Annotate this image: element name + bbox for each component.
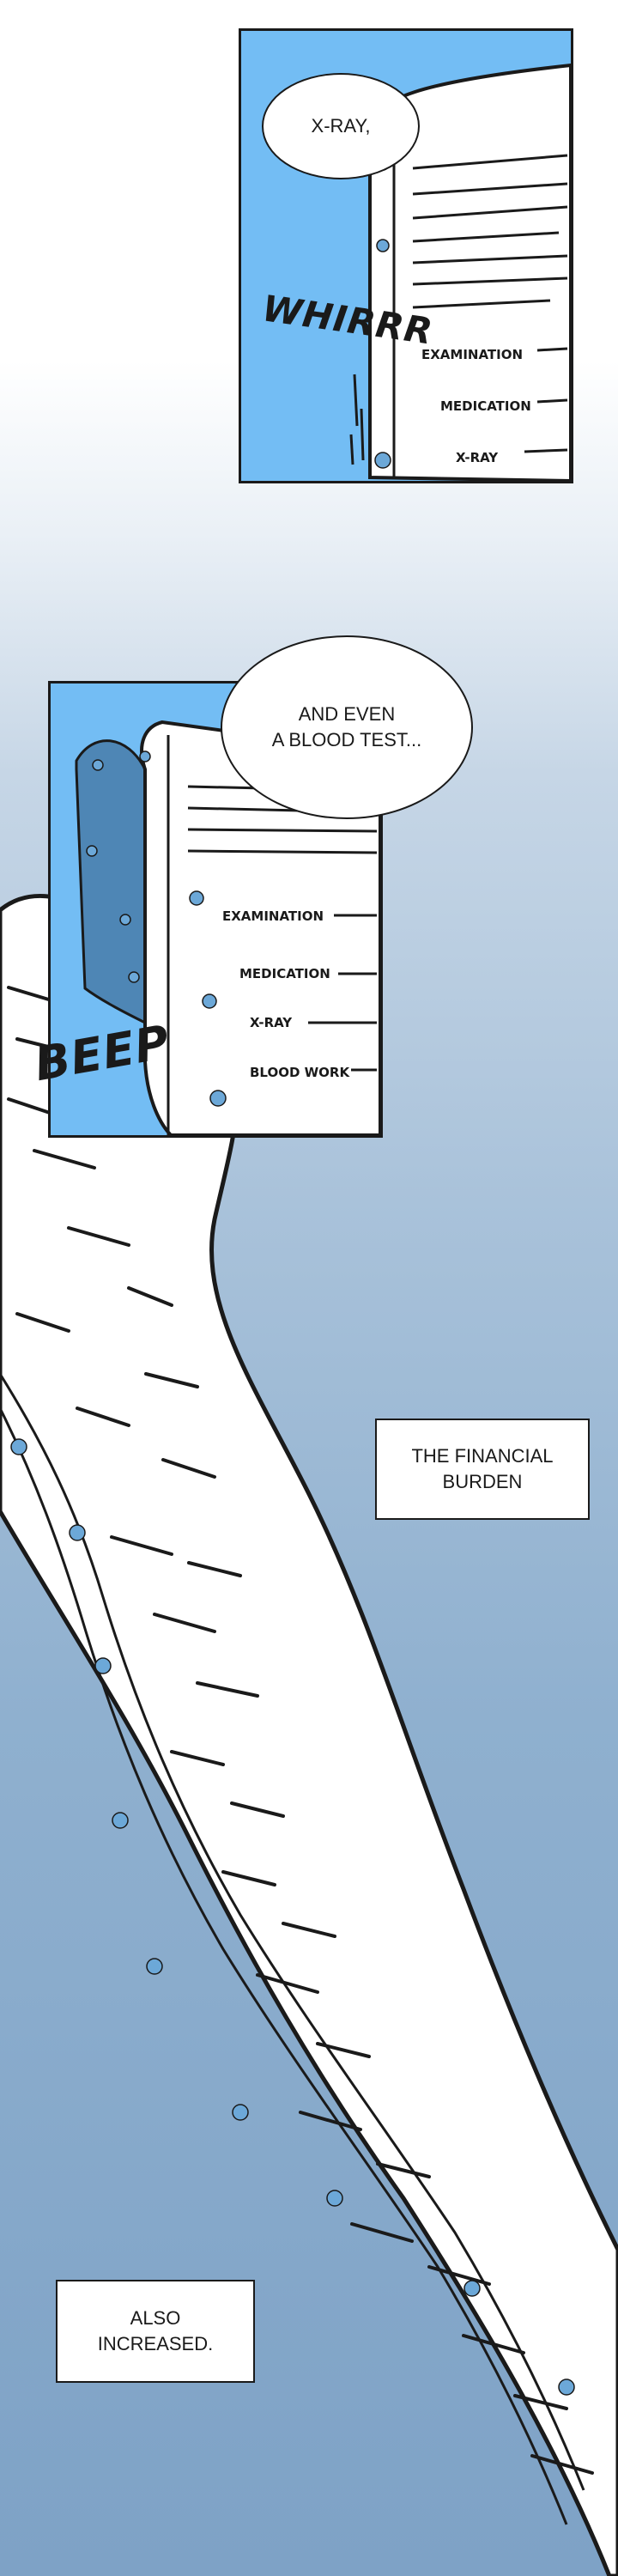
receipt-hole <box>376 239 390 252</box>
receipt-paper <box>140 720 380 1135</box>
receipt-text-line <box>376 2162 431 2178</box>
receipt-text-line <box>187 1561 242 1577</box>
receipt-item-label: BLOOD WORK <box>250 1065 350 1080</box>
receipt-text-line <box>67 1226 130 1247</box>
receipt-text-line <box>462 2334 525 2354</box>
receipt-hole <box>232 2104 249 2121</box>
receipt-text-line <box>196 1681 259 1698</box>
speech-bubble-blood-test: AND EVEN A BLOOD TEST... <box>221 635 473 819</box>
receipt-hole <box>10 1438 27 1455</box>
receipt-ribbon-text-lines <box>7 986 594 2475</box>
speech-bubble-text-line: AND EVEN <box>298 703 396 725</box>
receipt-text-line <box>530 2454 594 2475</box>
caption-also-increased: ALSO INCREASED. <box>56 2280 255 2383</box>
receipt-hole <box>128 971 140 983</box>
receipt-hole <box>189 890 204 906</box>
receipt-item-label: EXAMINATION <box>222 908 324 924</box>
speech-bubble-text-line: A BLOOD TEST... <box>271 729 422 750</box>
receipt-text-line <box>282 1922 336 1938</box>
receipt-lines <box>412 154 568 453</box>
receipt-hole <box>202 993 217 1009</box>
receipt-hole <box>146 1958 163 1975</box>
receipt-hole <box>374 452 391 469</box>
receipt-hole <box>119 914 131 926</box>
caption-text-line: INCREASED. <box>97 2333 214 2354</box>
panel-xray-art: EXAMINATION MEDICATION X-RAY <box>349 63 571 481</box>
receipt-hole <box>326 2190 343 2207</box>
receipt-text-line <box>513 2394 568 2410</box>
receipt-text-line <box>7 986 53 1002</box>
caption-text-line: THE FINANCIAL <box>411 1445 554 1467</box>
receipt-text-line <box>256 1973 319 1994</box>
receipt-text-line <box>221 1870 276 1886</box>
speech-bubble-text: X-RAY, <box>311 115 371 137</box>
receipt-text-line <box>299 2111 362 2131</box>
receipt-text-line <box>170 1750 225 1766</box>
receipt-text-line <box>350 2222 414 2243</box>
receipt-ribbon-holes <box>10 1438 575 2396</box>
receipt-text-line <box>76 1406 130 1427</box>
receipt-hole <box>558 2379 575 2396</box>
receipt-ribbon-edge-line <box>0 1373 585 2491</box>
receipt-text-line <box>316 2042 371 2058</box>
receipt-hole <box>139 750 151 762</box>
receipt-hole <box>112 1812 129 1829</box>
caption-financial-burden: THE FINANCIAL BURDEN <box>375 1419 590 1520</box>
receipt-text-line <box>153 1613 216 1633</box>
receipt-item-label: MEDICATION <box>239 966 330 981</box>
receipt-hole <box>69 1524 86 1541</box>
speech-bubble-xray: X-RAY, <box>262 73 420 179</box>
receipt-item-label: X-RAY <box>250 1015 293 1030</box>
caption-text-line: ALSO <box>130 2307 181 2329</box>
receipt-hole <box>209 1090 227 1107</box>
receipt-text-line <box>427 2265 491 2286</box>
receipt-text-line <box>161 1458 216 1479</box>
caption-text-line: BURDEN <box>442 1471 523 1492</box>
receipt-text-line <box>230 1801 285 1818</box>
receipt-hole <box>86 845 98 857</box>
receipt-hole <box>464 2280 481 2297</box>
receipt-text-line <box>110 1535 173 1556</box>
panel-blood-test-art: EXAMINATION MEDICATION X-RAY BLOOD WORK <box>75 720 380 1135</box>
receipt-text-line <box>144 1372 199 1388</box>
receipt-item-label: MEDICATION <box>440 398 531 414</box>
receipt-text-line <box>33 1149 96 1170</box>
receipt-text-line <box>127 1286 173 1307</box>
receipt-text-line <box>15 1312 70 1333</box>
receipt-item-label: X-RAY <box>456 450 499 465</box>
motion-lines <box>349 374 365 465</box>
receipt-item-label: EXAMINATION <box>421 347 523 362</box>
receipt-hole <box>94 1657 112 1674</box>
receipt-hole <box>92 759 104 771</box>
